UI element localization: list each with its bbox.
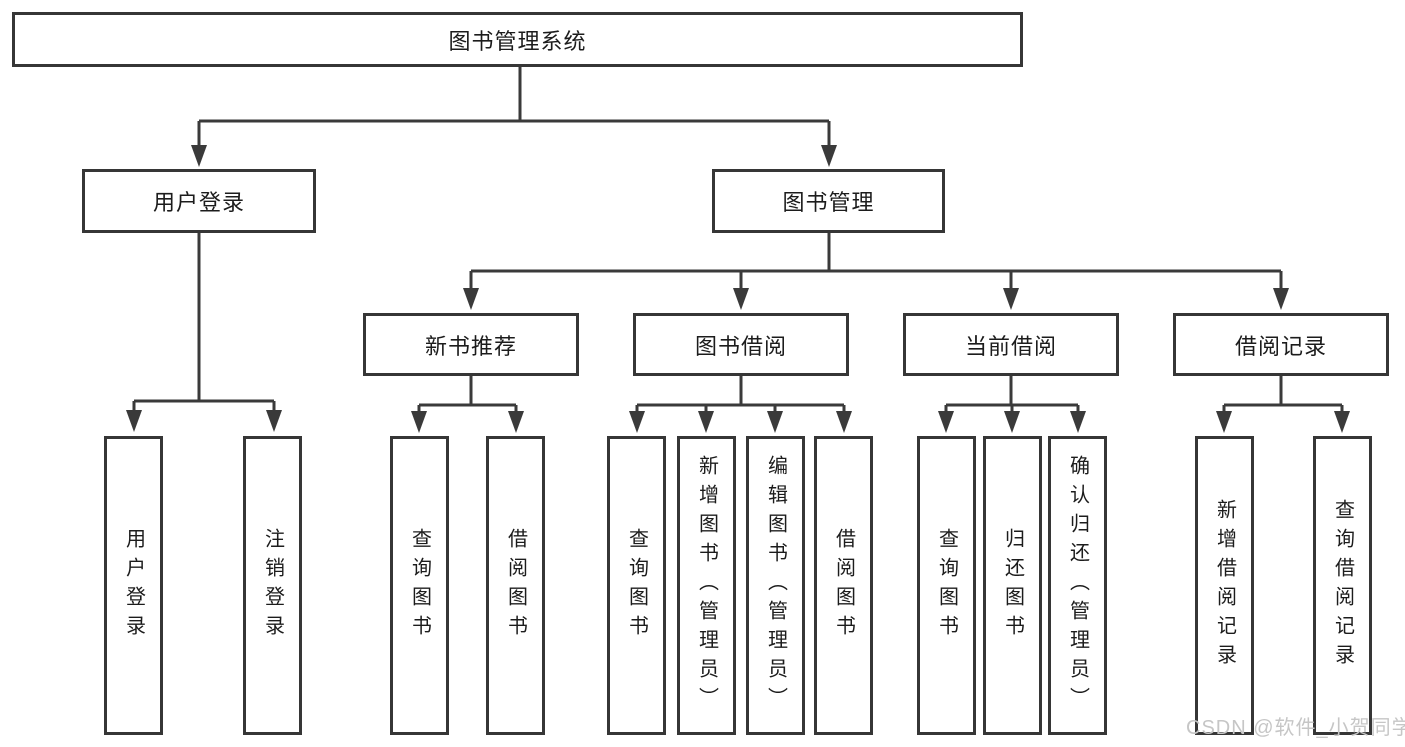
leaf-label: 归还图书	[1001, 527, 1024, 644]
leaf-borrow-book-2: 借阅图书	[814, 436, 873, 735]
connector-newbook-to-leaves	[417, 376, 518, 416]
node-new-book-recommend: 新书推荐	[363, 313, 579, 376]
leaf-label: 用户登录	[122, 527, 145, 644]
node-label: 图书管理系统	[448, 28, 587, 54]
node-user-login: 用户登录	[82, 169, 316, 233]
node-label: 图书借阅	[694, 333, 787, 359]
leaf-query-book-1: 查询图书	[390, 436, 449, 735]
leaf-label: 查询图书	[935, 527, 958, 644]
leaf-query-book-2: 查询图书	[607, 436, 666, 735]
leaf-label: 查询图书	[408, 527, 431, 644]
leaf-query-borrow-record: 查询借阅记录	[1313, 436, 1372, 735]
connector-userlogin-to-leaves	[132, 233, 276, 415]
node-library-system: 图书管理系统	[12, 12, 1023, 67]
leaf-borrow-book-1: 借阅图书	[486, 436, 545, 735]
leaf-edit-book-admin: 编辑图书（管理员）	[746, 436, 805, 735]
connector-bookmgmt-to-level3	[469, 233, 1283, 292]
leaf-add-book-admin: 新增图书（管理员）	[677, 436, 736, 735]
leaf-label: 编辑图书（管理员）	[764, 455, 787, 716]
leaf-label: 新增图书（管理员）	[695, 455, 718, 716]
node-label: 当前借阅	[964, 333, 1057, 359]
leaf-label: 查询借阅记录	[1331, 498, 1354, 673]
connector-root-to-level2	[197, 67, 831, 150]
leaf-return-book: 归还图书	[983, 436, 1042, 735]
node-label: 用户登录	[152, 190, 245, 215]
connector-record-to-leaves	[1222, 376, 1344, 416]
leaf-label: 借阅图书	[504, 527, 527, 644]
node-borrow-record: 借阅记录	[1173, 313, 1389, 376]
node-book-borrow: 图书借阅	[633, 313, 849, 376]
node-book-management: 图书管理	[712, 169, 945, 233]
leaf-label: 查询图书	[625, 527, 648, 644]
leaf-logout-login: 注销登录	[243, 436, 302, 735]
leaf-add-borrow-record: 新增借阅记录	[1195, 436, 1254, 735]
leaf-confirm-return-admin: 确认归还（管理员）	[1048, 436, 1107, 735]
node-label: 图书管理	[782, 190, 875, 215]
connector-borrow-to-leaves	[635, 376, 846, 416]
csdn-watermark: CSDN @软件_小贺同学	[1186, 717, 1405, 739]
leaf-label: 新增借阅记录	[1213, 498, 1236, 673]
arrowheads	[126, 145, 1350, 433]
leaf-query-book-3: 查询图书	[917, 436, 976, 735]
leaf-user-login: 用户登录	[104, 436, 163, 735]
node-current-borrow: 当前借阅	[903, 313, 1119, 376]
leaf-label: 借阅图书	[832, 527, 855, 644]
node-label: 新书推荐	[424, 333, 517, 359]
connector-current-to-leaves	[944, 376, 1080, 416]
leaf-label: 确认归还（管理员）	[1066, 455, 1089, 716]
node-label: 借阅记录	[1234, 333, 1327, 359]
leaf-label: 注销登录	[261, 527, 284, 644]
